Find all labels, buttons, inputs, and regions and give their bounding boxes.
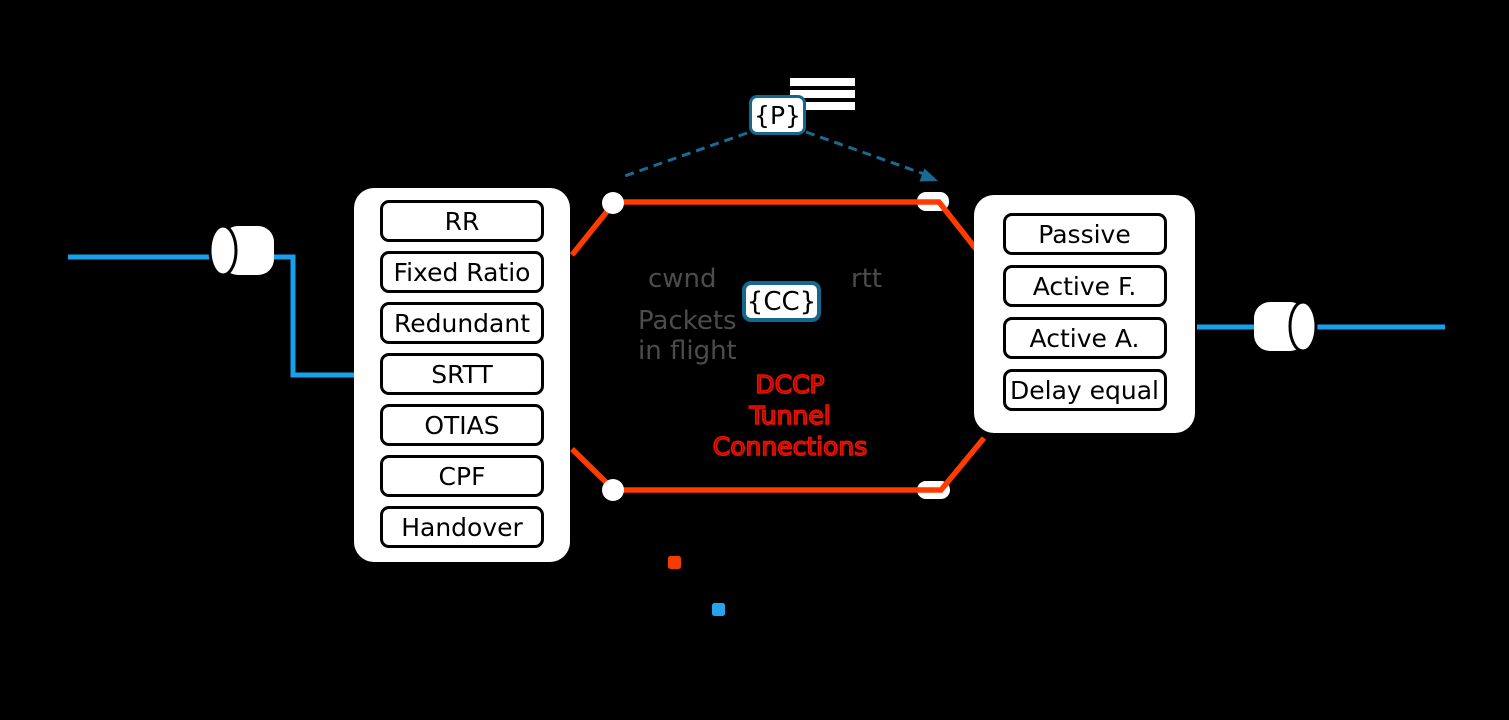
orange-tunnel-bottom-path xyxy=(613,436,987,493)
reordering-box: Passive Active F. Active A. Delay equal xyxy=(974,195,1195,433)
policy-box-label: {P} xyxy=(754,100,801,130)
scheduler-item-label: Redundant xyxy=(393,308,531,338)
legend-square-orange-icon xyxy=(668,556,681,569)
reordering-item-passive: Passive xyxy=(1002,213,1167,255)
reordering-item-active-f: Active F. xyxy=(1002,265,1167,307)
stacked-line-1 xyxy=(790,78,855,86)
scheduler-item-handover: Handover xyxy=(380,506,544,548)
cylinder-right-icon xyxy=(1254,300,1318,353)
scheduler-item-label: SRTT xyxy=(431,359,493,389)
reordering-item-delay-equal: Delay equal xyxy=(1002,369,1167,411)
reordering-item-label: Active A. xyxy=(1029,323,1140,353)
orange-tunnel-top-diagonal xyxy=(569,202,616,257)
cwnd-label: cwnd xyxy=(648,264,717,294)
dashed-policy-left-line xyxy=(621,131,748,179)
reordering-item-label: Active F. xyxy=(1032,271,1137,301)
orange-tunnel-top-path xyxy=(613,199,979,251)
stacked-line-2 xyxy=(790,90,855,98)
blue-flow-left-line xyxy=(68,254,356,378)
scheduler-item-otias: OTIAS xyxy=(380,404,544,446)
reordering-item-label: Passive xyxy=(1038,219,1131,249)
rtt-label: rtt xyxy=(851,264,883,294)
scheduler-item-label: CPF xyxy=(438,461,486,491)
packets-line-2: in flight xyxy=(638,336,737,366)
packets-in-flight-label: Packets in flight xyxy=(638,306,737,366)
reordering-item-label: Delay equal xyxy=(1010,375,1159,405)
scheduler-item-label: Fixed Ratio xyxy=(393,257,531,287)
packets-line-1: Packets xyxy=(638,306,737,336)
scheduler-item-label: OTIAS xyxy=(424,410,500,440)
endpoint-dot-top-icon xyxy=(602,192,624,214)
congestion-control-box: {CC} xyxy=(742,281,821,322)
tunnel-caption-line-2: Tunnel xyxy=(749,400,832,431)
dashed-policy-arrowhead-icon xyxy=(919,168,938,182)
scheduler-item-label: RR xyxy=(444,206,480,236)
scheduler-item-redundant: Redundant xyxy=(380,302,544,344)
scheduler-box: RR Fixed Ratio Redundant SRTT OTIAS CPF … xyxy=(354,188,570,562)
reordering-item-active-a: Active A. xyxy=(1002,317,1167,359)
scheduler-item-label: Handover xyxy=(401,512,523,542)
legend-square-blue-icon xyxy=(712,603,725,616)
policy-box: {P} xyxy=(749,95,806,135)
stacked-line-3 xyxy=(790,102,855,110)
scheduler-item-cpf: CPF xyxy=(380,455,544,497)
tunnel-caption-line-1: DCCP xyxy=(755,369,826,400)
cylinder-right-cap xyxy=(1288,300,1318,353)
dashed-policy-right-line xyxy=(805,130,925,176)
endpoint-dot-bottom-icon xyxy=(602,479,624,501)
dccp-tunnel-connections-label: DCCP Tunnel Connections xyxy=(690,369,890,462)
scheduler-item-rr: RR xyxy=(380,200,544,242)
tunnel-caption-line-3: Connections xyxy=(712,431,868,462)
stacked-lines-icon xyxy=(790,78,855,114)
scheduler-item-srtt: SRTT xyxy=(380,353,544,395)
scheduler-item-fixed-ratio: Fixed Ratio xyxy=(380,251,544,293)
cylinder-left-cap xyxy=(208,224,238,277)
congestion-control-label: {CC} xyxy=(746,286,817,317)
cylinder-left-icon xyxy=(208,224,274,277)
